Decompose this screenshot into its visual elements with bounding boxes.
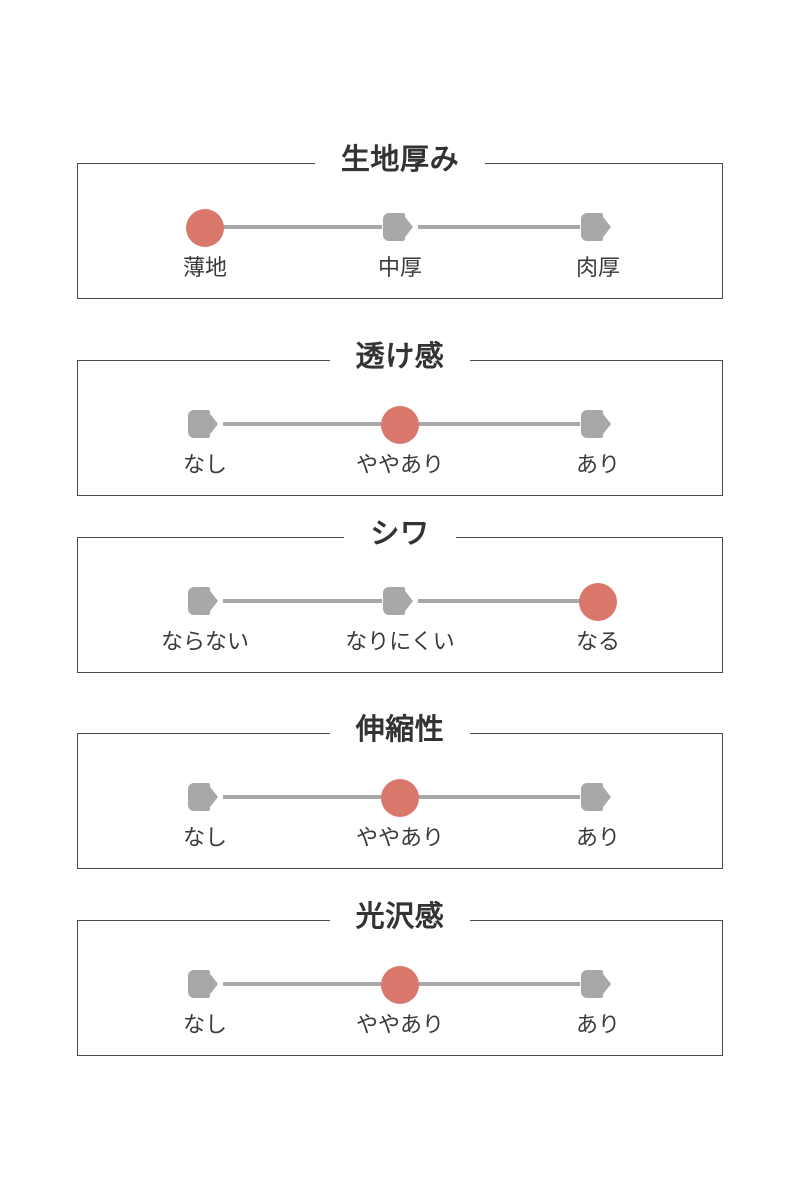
scale-stop-label: 肉厚 [575, 256, 620, 281]
scale-marker[interactable] [576, 207, 620, 247]
property-scale: 薄地 中厚 肉厚 [77, 163, 723, 299]
scale-stop-label: ややあり [355, 453, 444, 478]
scale-track-segment [418, 599, 580, 603]
scale-stop-label: ややあり [355, 826, 444, 851]
property-panel: ならないなりにくいなるシワ [77, 515, 723, 673]
tag-marker[interactable] [383, 587, 413, 615]
tag-point [207, 587, 218, 615]
scale-stop-label: なし [182, 453, 227, 478]
scale-marker[interactable] [378, 777, 422, 817]
circle-marker[interactable] [579, 583, 617, 621]
tag-point [600, 783, 611, 811]
property-panel: なしややありあり光沢感 [77, 898, 723, 1056]
tag-marker[interactable] [581, 410, 611, 438]
tag-marker[interactable] [188, 410, 218, 438]
scale-stop-label: あり [575, 826, 620, 851]
tag-body [383, 587, 405, 615]
tag-body [581, 783, 603, 811]
tag-point [600, 970, 611, 998]
property-panel: 薄地中厚肉厚生地厚み [77, 141, 723, 299]
tag-body [188, 970, 210, 998]
property-panel: なしややありあり伸縮性 [77, 711, 723, 869]
tag-marker[interactable] [581, 970, 611, 998]
scale-track-segment [418, 982, 580, 986]
scale-marker[interactable] [183, 404, 227, 444]
tag-body [581, 213, 603, 241]
scale-marker[interactable] [576, 404, 620, 444]
tag-point [402, 587, 413, 615]
circle-marker[interactable] [381, 966, 419, 1004]
tag-marker[interactable] [188, 970, 218, 998]
scale-track-segment [418, 795, 580, 799]
property-scale: ならない なりにくい なる [77, 537, 723, 673]
tag-point [600, 410, 611, 438]
tag-marker[interactable] [188, 783, 218, 811]
tag-marker[interactable] [383, 213, 413, 241]
scale-track-segment [418, 422, 580, 426]
scale-marker[interactable] [183, 581, 227, 621]
scale-stop-label: なし [182, 1013, 227, 1038]
scale-marker[interactable] [378, 964, 422, 1004]
property-scale: なし ややあり あり [77, 920, 723, 1056]
scale-stop-label: あり [575, 1013, 620, 1038]
property-scale: なし ややあり あり [77, 733, 723, 869]
property-panel: なしややありあり透け感 [77, 338, 723, 496]
scale-marker[interactable] [576, 964, 620, 1004]
tag-point [207, 783, 218, 811]
scale-stop-label: なりにくい [345, 630, 455, 655]
scale-marker[interactable] [378, 207, 422, 247]
scale-marker[interactable] [183, 207, 227, 247]
tag-body [188, 783, 210, 811]
scale-marker[interactable] [378, 581, 422, 621]
tag-marker[interactable] [188, 587, 218, 615]
tag-marker[interactable] [581, 213, 611, 241]
scale-marker[interactable] [576, 581, 620, 621]
tag-point [207, 410, 218, 438]
scale-marker[interactable] [183, 964, 227, 1004]
tag-body [188, 410, 210, 438]
tag-body [581, 410, 603, 438]
scale-track-segment [223, 422, 382, 426]
scale-stop-label: なし [182, 826, 227, 851]
tag-body [188, 587, 210, 615]
scale-stop-label: あり [575, 453, 620, 478]
property-scale: なし ややあり あり [77, 360, 723, 496]
circle-marker[interactable] [381, 779, 419, 817]
tag-body [581, 970, 603, 998]
scale-track-segment [223, 982, 382, 986]
circle-marker[interactable] [381, 406, 419, 444]
scale-marker[interactable] [576, 777, 620, 817]
scale-stop-label: ならない [160, 630, 249, 655]
scale-marker[interactable] [378, 404, 422, 444]
scale-track-segment [223, 795, 382, 799]
tag-body [383, 213, 405, 241]
scale-stop-label: 中厚 [377, 256, 422, 281]
scale-stop-label: なる [575, 630, 620, 655]
scale-track-segment [418, 225, 580, 229]
tag-point [207, 970, 218, 998]
tag-point [402, 213, 413, 241]
scale-track-segment [223, 599, 382, 603]
scale-track-segment [223, 225, 382, 229]
scale-stop-label: ややあり [355, 1013, 444, 1038]
scale-marker[interactable] [183, 777, 227, 817]
scale-stop-label: 薄地 [182, 256, 227, 281]
tag-marker[interactable] [581, 783, 611, 811]
tag-point [600, 213, 611, 241]
circle-marker[interactable] [186, 209, 224, 247]
